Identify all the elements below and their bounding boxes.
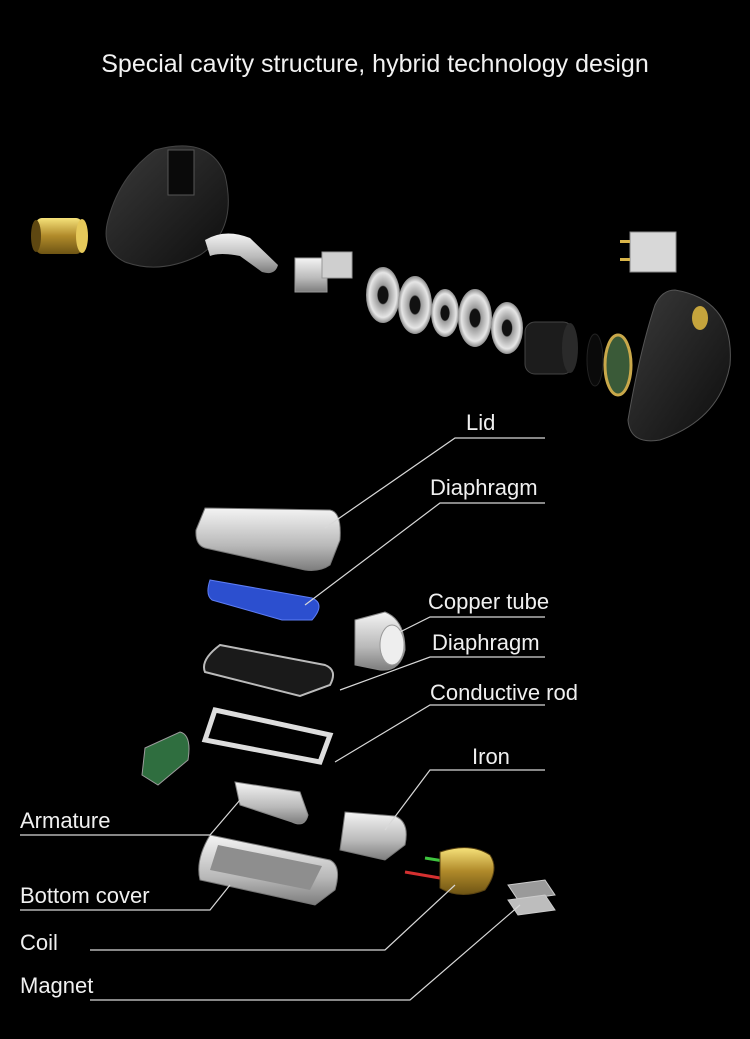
small-armature-driver (294, 251, 353, 293)
dynamic-driver-stack (366, 267, 633, 397)
pcb-part (141, 731, 190, 786)
label-coil: Coil (20, 930, 58, 955)
frame-part (201, 707, 334, 765)
label-iron: Iron (472, 744, 510, 769)
rear-shell (627, 289, 731, 442)
pin-connector (620, 231, 677, 273)
label-diaphragm-mid: Diaphragm (432, 630, 540, 655)
magnet-part (507, 879, 556, 916)
coil-part (404, 847, 495, 895)
iron-part (339, 811, 407, 861)
gold-nozzle (31, 218, 88, 254)
diaphragm-mid-part (203, 643, 335, 698)
copper-tube-part (354, 611, 406, 671)
bottom-cover-part (198, 834, 339, 906)
label-bottom-cover: Bottom cover (20, 883, 150, 908)
label-armature: Armature (20, 808, 111, 833)
label-lid: Lid (466, 410, 496, 435)
sound-tube (205, 233, 278, 274)
label-copper-tube: Copper tube (428, 589, 550, 614)
leader-lines (20, 437, 545, 1001)
lid-part (195, 507, 341, 571)
front-shell (105, 145, 229, 268)
label-conductive-rod: Conductive rod (430, 680, 578, 705)
label-diaphragm-top: Diaphragm (430, 475, 538, 500)
diagram-title: Special cavity structure, hybrid technol… (101, 50, 649, 78)
diaphragm-top-part (207, 579, 320, 621)
label-magnet: Magnet (20, 973, 94, 998)
armature-part (234, 781, 309, 825)
